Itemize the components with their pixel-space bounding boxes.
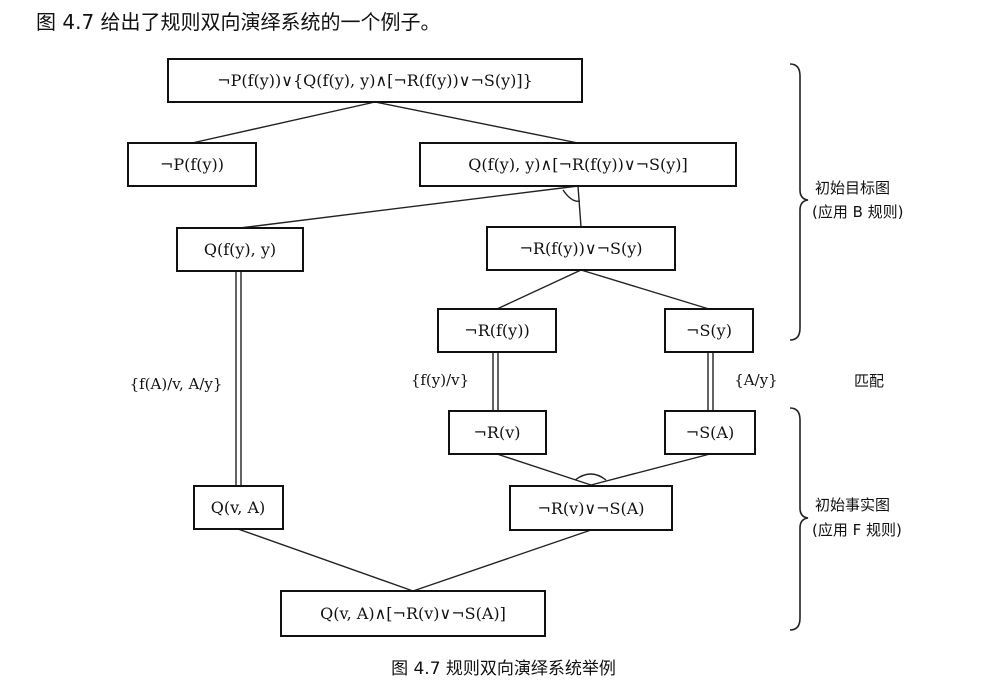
node-not-p: ¬P(f(y)): [127, 142, 257, 187]
edge-rsfact-root: [412, 529, 592, 592]
fact-group-label-line2: (应用 F 规则): [812, 521, 902, 539]
edge-rs-nots: [580, 269, 710, 310]
node-not-r-fact: ¬R(v): [448, 410, 547, 455]
node-q-fact-text: Q(v, A): [211, 498, 265, 517]
goal-group-label-line1: 初始目标图: [815, 179, 890, 197]
edges: [191, 101, 711, 592]
node-not-s-goal-text: ¬S(y): [686, 321, 732, 340]
intro-text: 图 4.7 给出了规则双向演绎系统的一个例子。: [36, 10, 441, 34]
node-root-fact-text: Q(v, A)∧[¬R(v)∨¬S(A)]: [320, 604, 506, 623]
and-arc-goal: [562, 189, 581, 202]
node-q-and-text: Q(f(y), y)∧[¬R(f(y))∨¬S(y)]: [468, 155, 687, 174]
edge-notrfact-rsfact: [496, 453, 592, 486]
substitution-q-label: {f(A)/v, A/y}: [130, 375, 223, 393]
node-q-goal: Q(f(y), y): [176, 227, 304, 272]
substitution-r-label: {f(y)/v}: [411, 371, 469, 389]
node-not-s-fact-text: ¬S(A): [686, 423, 734, 442]
match-label: 匹配: [854, 372, 884, 390]
node-not-s-fact: ¬S(A): [664, 410, 756, 455]
goal-group-label-line2: (应用 B 规则): [812, 203, 904, 221]
node-rs-goal-text: ¬R(f(y))∨¬S(y): [520, 239, 643, 258]
node-not-r-fact-text: ¬R(v): [474, 423, 521, 442]
node-rs-fact: ¬R(v)∨¬S(A): [509, 485, 673, 531]
edge-top-notp: [191, 101, 376, 144]
fact-group-label-line1: 初始事实图: [815, 496, 890, 514]
node-q-fact: Q(v, A): [193, 485, 284, 530]
node-rs-fact-text: ¬R(v)∨¬S(A): [537, 499, 644, 518]
edge-qand-rsgoal: [577, 185, 582, 228]
goal-group-brace: [789, 63, 809, 341]
and-arc-fact: [574, 473, 607, 481]
node-q-and: Q(f(y), y)∧[¬R(f(y))∨¬S(y)]: [419, 142, 737, 187]
node-not-s-goal: ¬S(y): [664, 308, 754, 353]
node-not-p-text: ¬P(f(y)): [160, 155, 224, 174]
edge-notsfact-rsfact: [590, 453, 711, 486]
node-top-goal: ¬P(f(y))∨{Q(f(y), y)∧[¬R(f(y))∨¬S(y)]}: [167, 58, 583, 103]
edge-top-qand: [374, 101, 579, 144]
node-rs-goal: ¬R(f(y))∨¬S(y): [486, 226, 676, 271]
node-top-goal-text: ¬P(f(y))∨{Q(f(y), y)∧[¬R(f(y))∨¬S(y)]}: [217, 71, 533, 90]
edge-qfact-root: [237, 528, 414, 592]
match-lines: [235, 271, 714, 485]
node-q-goal-text: Q(f(y), y): [204, 240, 276, 259]
node-not-r-goal: ¬R(f(y)): [437, 308, 557, 353]
edge-rs-notr: [496, 269, 582, 310]
figure-caption: 图 4.7 规则双向演绎系统举例: [391, 659, 616, 679]
substitution-s-label: {A/y}: [734, 371, 777, 389]
node-root-fact: Q(v, A)∧[¬R(v)∨¬S(A)]: [280, 590, 546, 637]
node-not-r-goal-text: ¬R(f(y)): [464, 321, 529, 340]
edge-qand-qgoal: [239, 185, 579, 229]
fact-group-brace: [789, 407, 809, 631]
